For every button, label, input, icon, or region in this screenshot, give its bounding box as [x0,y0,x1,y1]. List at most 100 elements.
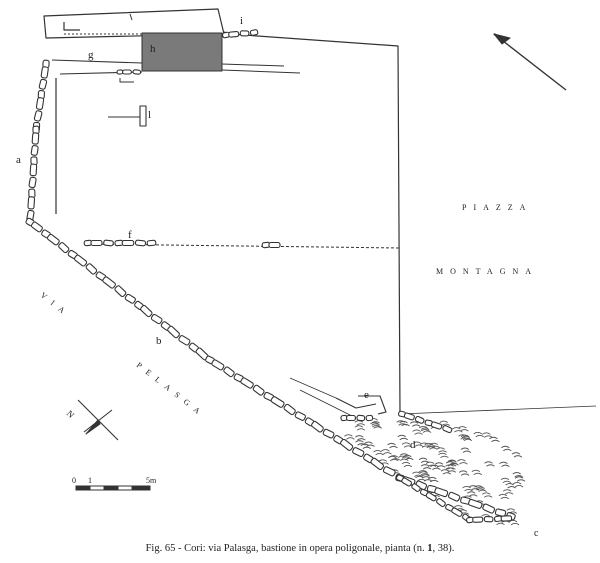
plaza-boundary-line [229,33,401,415]
wall-stone [38,78,48,90]
hatch-mark [421,476,433,482]
hatch-mark [458,470,470,476]
wall-stone [483,516,494,523]
hatch-mark [354,425,366,431]
hatch-mark [502,489,514,495]
wall-stone [27,196,36,210]
wall-stone [401,477,412,487]
label-d: d [410,439,416,451]
hatch-mark [399,420,410,427]
hatch-mark [445,467,457,473]
hatch-mark [511,452,523,458]
wall-stone [414,415,425,424]
hatch-mark [498,493,510,500]
north-letter: N [65,408,77,420]
wall-stone [146,239,157,247]
wall-stone [403,412,415,421]
wall-stone [434,487,449,498]
label-via: VIA [39,290,72,319]
hatch-mark [461,435,473,442]
hatch-mark [389,455,400,461]
wall-stone [472,516,484,523]
hatch-mark [436,447,447,453]
hatched-ground-d [344,418,526,526]
bastion-plan: a b c d e f g h i l PIAZZA MONTAGNA VIA … [16,8,597,539]
hatch-mark [514,476,526,482]
wall-stone [103,239,114,247]
hatch-mark [418,457,430,463]
feature-e [335,395,387,415]
hatch-mark [420,464,432,470]
hatch-mark [439,420,451,426]
wall-stone [167,325,180,339]
wall-stone [58,242,70,254]
hatch-mark [474,485,485,491]
hatch-mark [401,442,413,448]
hatch-mark [418,470,430,476]
wall-stone [30,145,39,156]
hatch-mark [364,441,375,447]
hatch-mark [482,432,493,438]
label-e: e [364,389,369,401]
scale-five: 5m [146,476,157,485]
hatch-mark [430,464,441,470]
hatch-mark [401,461,413,468]
hatch-mark [471,469,483,476]
hatch-mark [418,425,430,432]
wall-stone [35,97,45,110]
hatch-mark [412,471,423,477]
wall-stone [124,293,136,304]
wall-stone [211,359,225,371]
hatch-mark [420,427,432,433]
wall-stone [482,503,496,514]
rubble-fill-h [141,32,223,72]
hatch-mark [473,431,485,438]
hatch-mark [452,427,463,433]
hatch-mark [371,423,382,429]
wall-stone [451,507,463,517]
wall-stone [268,241,281,249]
hatch-mark [419,471,431,477]
hatch-mark [500,477,512,484]
hatch-mark [476,486,487,492]
wall-stone [150,313,163,325]
wall-stone [346,414,356,422]
wall-stone [365,414,374,422]
label-piazza: PIAZZA [462,203,532,212]
wall-stone [311,420,324,433]
caption-suffix: , 38). [432,543,455,554]
scale-bar [75,485,151,491]
wall-stone [352,447,365,458]
hatch-mark [460,447,472,453]
hatch-mark [399,453,411,459]
wall-stone [239,30,250,37]
wall-stone [283,403,296,416]
hatch-mark [355,435,366,441]
label-montagna: MONTAGNA [436,267,538,276]
hatch-mark [387,442,398,449]
caption-text: Fig. 65 - Cori: via Palasga, bastione in… [145,543,425,554]
wall-stone [122,69,132,75]
hatch-mark [412,429,423,435]
hatch-mark [458,426,469,432]
wall-stone [46,233,60,246]
hatch-mark [438,452,449,459]
hatch-mark [419,442,431,448]
wall-stone [85,263,98,275]
hatch-mark [468,485,480,491]
figure-caption: Fig. 65 - Cori: via Palasga, bastione in… [0,543,600,554]
north-arrow [493,33,567,91]
wall-stone [132,69,142,75]
hatch-mark [457,459,468,465]
wall-stone [447,491,461,502]
wall-stone [102,276,116,289]
label-a: a [16,154,21,166]
hatch-mark [512,482,524,488]
hatch-mark [489,436,500,443]
wall-stone [31,132,40,145]
label-f: f [128,229,132,241]
wall-stone [436,498,446,508]
feature-l [108,105,147,127]
wall-stone [356,414,366,422]
hatch-mark [381,449,392,455]
